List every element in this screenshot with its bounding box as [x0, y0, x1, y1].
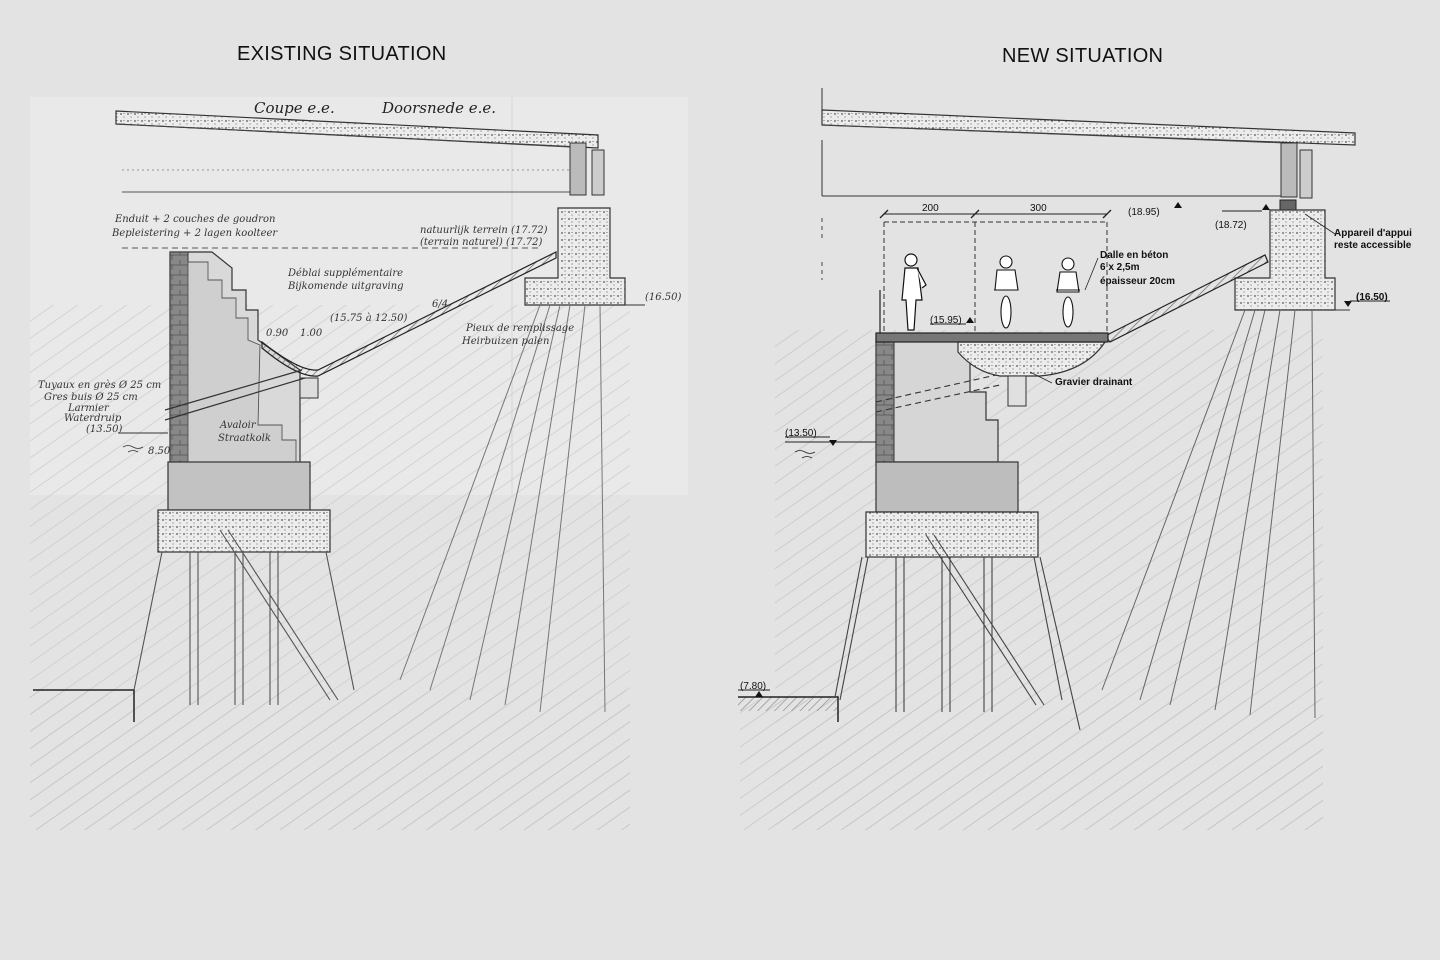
label-cycle-width: 300: [1030, 203, 1047, 214]
gutter-slope: [261, 251, 557, 377]
pedestrian-figure: [901, 253, 927, 331]
riverbed-line: [738, 696, 839, 722]
heading-coupe: Coupe e.e.: [254, 99, 335, 117]
label-level-deck: (18.95): [1128, 207, 1160, 218]
note-natural-ground: natuurlijk terrein (17.72): [420, 225, 548, 236]
title-new-situation: NEW SITUATION: [1002, 45, 1164, 67]
label-slab-line3: épaisseur 20cm: [1100, 276, 1175, 287]
label-slab-line2: 6 x 2,5m: [1100, 262, 1140, 273]
label-level-footing: (16.50): [1356, 292, 1388, 303]
deck-slab: [821, 109, 1356, 146]
ground-hatch-bottom: [740, 700, 1323, 830]
label-pedestrian-width: 200: [922, 203, 939, 214]
brick-facing: [169, 251, 189, 471]
deck-beam: [569, 142, 587, 196]
note-culvert-fr: Avaloir: [219, 420, 257, 431]
right-piles: [1101, 309, 1316, 719]
note-level-right: (16.50): [645, 292, 682, 303]
pile-cap: [157, 509, 331, 553]
base-block: [875, 461, 1019, 513]
note-dim-b: 1.00: [300, 328, 323, 339]
left-piles: [133, 529, 355, 705]
right-abutment: [1234, 209, 1336, 311]
left-piles: [834, 534, 1081, 731]
existing-section-drawing: Coupe e.e. Doorsnede e.e. Enduit + 2 cou…: [30, 97, 688, 830]
pile-cap: [865, 511, 1039, 558]
label-level-bottom: (7.80): [740, 681, 766, 692]
note-plaster: Enduit + 2 couches de goudron: [114, 214, 275, 225]
bearing-device: [1279, 199, 1297, 211]
note-excavation-fr: Déblai supplémentaire: [287, 268, 403, 279]
cyclist-figure-1: [994, 255, 1019, 329]
note-natural-ground-fr: (terrain naturel) (17.72): [420, 237, 543, 248]
deck-beam: [1280, 142, 1298, 198]
note-water-level: 8.50: [148, 446, 171, 457]
note-culvert-nl: Straatkolk: [218, 433, 271, 444]
label-gravel: Gravier drainant: [1055, 377, 1133, 388]
ground-hatch-bottom: [30, 690, 630, 830]
new-section-drawing: 200 300 (18.95) (18.72) (15.95) (16.50) …: [738, 88, 1412, 830]
base-block: [167, 461, 311, 511]
label-level-walk: (15.95): [930, 315, 962, 326]
concrete-slab: [875, 332, 1109, 343]
note-piles-nl: Heirbuizen palen: [461, 336, 549, 347]
note-pipe-fr: Tuyaux en grès Ø 25 cm: [38, 380, 161, 391]
label-level-water: (13.50): [785, 428, 817, 439]
cyclist-figure-2: [1056, 257, 1080, 328]
level-markers: [755, 202, 1352, 697]
label-bearing-line2: reste accessible: [1334, 240, 1412, 251]
label-level-bearing: (18.72): [1215, 220, 1247, 231]
deck-slab: [115, 110, 599, 149]
clearance-envelope: [883, 221, 1108, 333]
note-ba: 6/4: [432, 299, 448, 310]
label-slab-line1: Dalle en béton: [1100, 250, 1168, 261]
label-bearing-line1: Appareil d'appui: [1334, 228, 1412, 239]
note-piles-fr: Pieux de remplissage: [465, 323, 574, 334]
title-existing-situation: EXISTING SITUATION: [237, 43, 447, 65]
note-drain-nl: Waterdruip: [64, 413, 122, 424]
note-drain-fr: Larmier: [67, 403, 110, 414]
old-drain-pipe: [875, 384, 1001, 413]
note-dim-a: 0.90: [266, 328, 289, 339]
note-drain-level: (13.50): [86, 424, 123, 435]
drain-pipe: [164, 377, 306, 421]
note-excavation-nl: Bijkomende uitgraving: [287, 281, 404, 292]
right-piles: [399, 304, 606, 713]
heading-doorsnede: Doorsnede e.e.: [381, 99, 496, 117]
note-slope: (15.75 à 12.50): [330, 313, 407, 324]
note-pipe-nl: Gres buis Ø 25 cm: [44, 392, 138, 403]
note-plaster-nl: Bepleistering + 2 lagen koolteer: [111, 228, 278, 239]
drainage-gravel: [957, 341, 1107, 377]
